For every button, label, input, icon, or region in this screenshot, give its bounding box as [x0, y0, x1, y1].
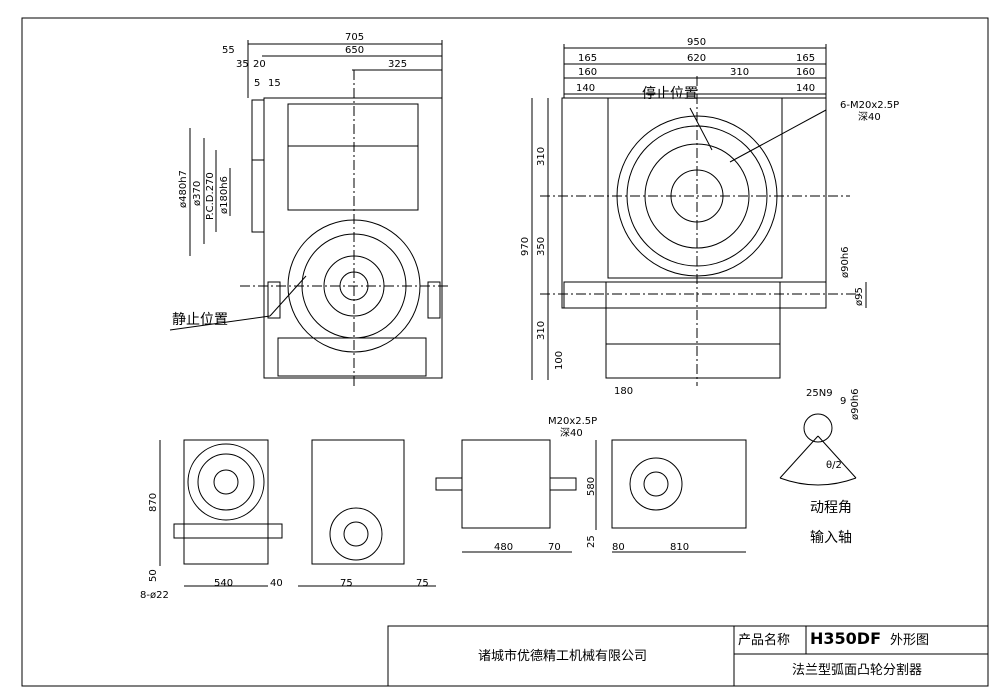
note-thread: 6-M20x2.5P: [840, 100, 899, 111]
bottom-view-2: [298, 439, 436, 587]
dim-55: 55: [222, 45, 235, 56]
dim-theta-half: θ/2: [826, 460, 842, 471]
dim-phi180: ø180h6: [219, 176, 230, 214]
dim-650: 650: [345, 45, 364, 56]
dim-9: 9: [840, 396, 846, 407]
dim-950: 950: [687, 37, 706, 48]
dim-50: 50: [148, 569, 159, 582]
dim-705: 705: [345, 32, 364, 43]
dim-25: 25: [586, 535, 597, 548]
dim-70: 70: [548, 542, 561, 553]
dim-75-view5: 75: [416, 578, 429, 589]
product-name-label: 产品名称: [738, 632, 790, 648]
dim-phi480: ø480h7: [178, 170, 189, 208]
dim-phi90h6: ø90h6: [840, 246, 851, 278]
dim-870: 870: [148, 493, 159, 512]
label-input-shaft: 输入轴: [810, 530, 852, 546]
dim-80: 80: [612, 542, 625, 553]
company-name: 诸城市优德精工机械有限公司: [478, 648, 647, 664]
dim-620: 620: [687, 53, 706, 64]
title-block: [387, 625, 989, 687]
dim-100: 100: [554, 351, 565, 370]
bottom-view-3: [435, 439, 577, 553]
dim-35: 35: [236, 59, 249, 70]
dim-8-phi22: 8-ø22: [140, 590, 169, 601]
label-rest-position: 静止位置: [172, 312, 228, 328]
model-number: H350DF: [810, 629, 881, 648]
dim-25n9: 25N9: [806, 388, 833, 399]
dim-580: 580: [586, 477, 597, 496]
dim-540: 540: [214, 578, 233, 589]
dim-phi370: ø370: [192, 181, 203, 206]
bottom-view-1: [159, 439, 283, 587]
dim-phi95: ø95: [854, 287, 865, 306]
bottom-view-4: [595, 439, 747, 553]
dim-810: 810: [670, 542, 689, 553]
dim-310: 310: [730, 67, 749, 78]
dim-160-right: 160: [796, 67, 815, 78]
dim-165-left: 165: [578, 53, 597, 64]
dim-165-right: 165: [796, 53, 815, 64]
dim-140-right: 140: [796, 83, 815, 94]
dim-325: 325: [388, 59, 407, 70]
dim-20: 20: [253, 59, 266, 70]
note-depth-view3: 深40: [560, 427, 583, 439]
drawing-frame: [21, 17, 989, 687]
dim-970: 970: [520, 237, 531, 256]
dim-160-left: 160: [578, 67, 597, 78]
label-stop-position: 停止位置: [642, 85, 698, 102]
dim-75-view2: 75: [340, 578, 353, 589]
label-motion-angle: 动程角: [810, 500, 852, 516]
dim-15: 15: [268, 78, 281, 89]
product-description: 法兰型弧面凸轮分割器: [792, 662, 922, 678]
shaft-detail: [779, 413, 857, 486]
dim-350: 350: [536, 237, 547, 256]
note-depth: 深40: [858, 111, 881, 123]
dim-180: 180: [614, 386, 633, 397]
top-front-view: [169, 40, 450, 386]
dim-140-left: 140: [576, 83, 595, 94]
dim-pcd270: P.C.D.270: [205, 172, 216, 220]
dim-shaft-phi90: ø90h6: [850, 388, 861, 420]
view-type: 外形图: [890, 633, 929, 648]
dim-310-bottom: 310: [536, 321, 547, 340]
dim-480: 480: [494, 542, 513, 553]
note-thread-view3: M20x2.5P: [548, 416, 597, 427]
dim-310-top: 310: [536, 147, 547, 166]
top-side-view: [531, 44, 867, 386]
dim-5: 5: [254, 78, 260, 89]
dim-40: 40: [270, 578, 283, 589]
